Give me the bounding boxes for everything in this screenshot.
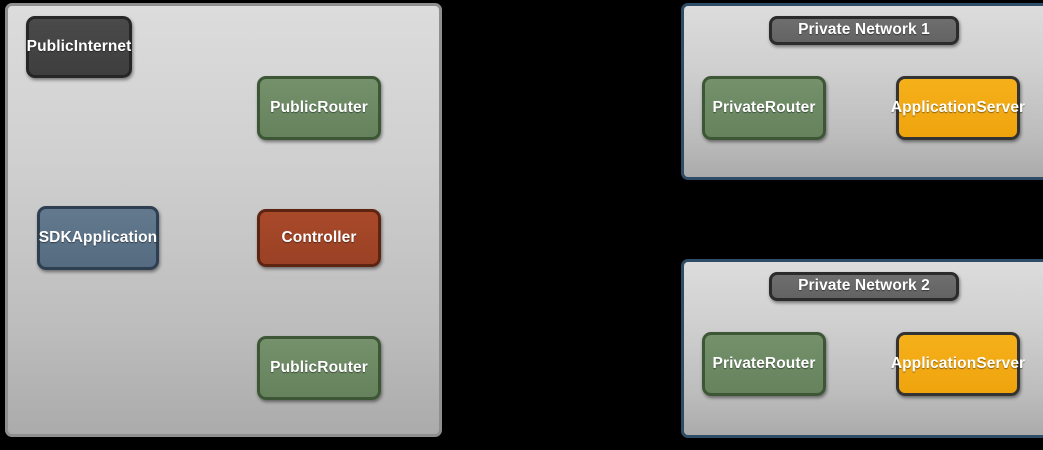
node-private-router-1-line2: Router [764,98,816,116]
node-public-router-top[interactable]: Public Router [257,76,381,140]
node-public-internet[interactable]: Public Internet [26,16,132,78]
node-application-server-2-line2: Server [976,354,1026,372]
node-controller[interactable]: Controller [257,209,381,267]
zone-private-network-2-title: Private Network 2 [769,272,959,301]
node-controller-label: Controller [281,228,357,246]
node-application-server-1-line1: Application [890,98,977,116]
node-sdk-application-line2: Application [71,228,158,246]
zone-private-network-1-title: Private Network 1 [769,16,959,45]
node-application-server-1[interactable]: Application Server [891,76,1025,140]
node-private-router-1[interactable]: Private Router [702,76,826,140]
node-public-internet-line1: Public [26,37,74,55]
node-sdk-application-line1: SDK [38,228,72,246]
zone-public-network: Public Internet Public Router SDK Applic… [5,3,442,437]
node-public-router-bottom-line1: Public [270,358,318,376]
node-application-server-2[interactable]: Application Server [891,332,1025,396]
node-private-router-2[interactable]: Private Router [702,332,826,396]
node-application-server-2-line1: Application [890,354,977,372]
zone-private-network-2-title-text: Private Network 2 [798,277,930,295]
node-sdk-application[interactable]: SDK Application [37,206,159,270]
node-public-router-bottom-line2: Router [317,358,368,376]
node-application-server-1-line2: Server [976,98,1026,116]
zone-private-network-2: Private Network 2 Private Router Applica… [681,259,1043,438]
node-public-internet-line2: Internet [73,37,132,55]
node-public-router-bottom[interactable]: Public Router [257,336,381,400]
zone-private-network-1: Private Network 1 Private Router Applica… [681,3,1043,180]
zone-private-network-1-title-text: Private Network 1 [798,21,930,39]
node-private-router-2-line2: Router [764,354,816,372]
node-private-router-1-line1: Private [712,98,765,116]
node-public-router-top-line1: Public [270,98,318,116]
node-private-router-2-line1: Private [712,354,765,372]
node-public-router-top-line2: Router [317,98,368,116]
